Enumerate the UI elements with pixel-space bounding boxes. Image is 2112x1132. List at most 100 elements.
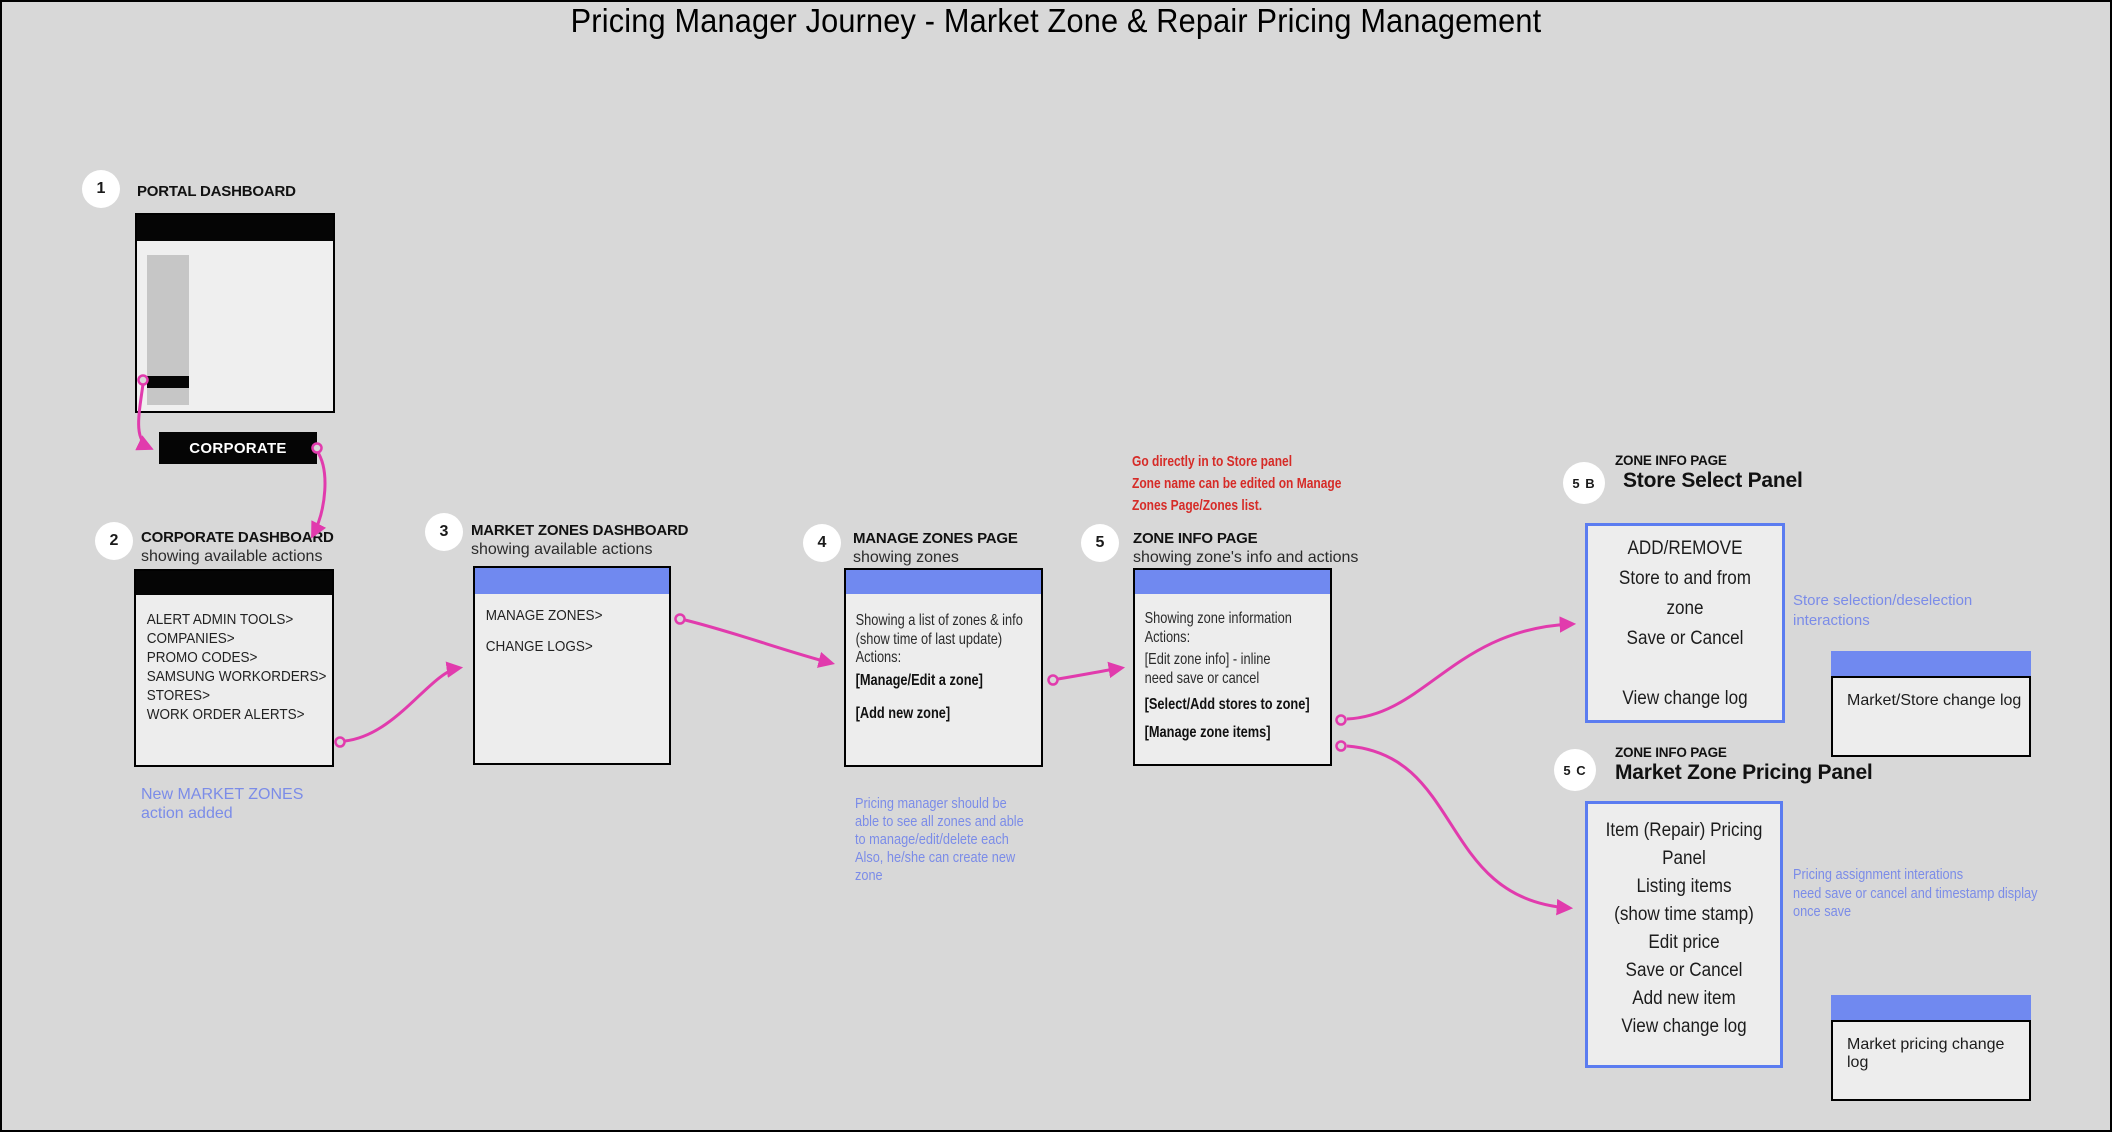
- action-item[interactable]: ALERT ADMIN TOOLS>: [146, 611, 294, 628]
- action-item[interactable]: WORK ORDER ALERTS>: [146, 706, 305, 723]
- connector-start-dot: [1335, 740, 1347, 752]
- step-2-subtitle: showing available actions: [141, 548, 323, 565]
- step-4-heading: MANAGE ZONES PAGE showing zones: [853, 530, 1018, 567]
- step-5-number: 5: [1095, 534, 1105, 551]
- action-item[interactable]: SAMSUNG WORKORDERS>: [146, 668, 327, 685]
- note-store-selection: Store selection/deselection interactions: [1793, 591, 1972, 631]
- step-5c-number: 5 C: [1563, 762, 1587, 778]
- note-pricing-assignment: Pricing assignment interations need save…: [1793, 866, 2038, 922]
- panel-text-line: Store to and from: [1618, 568, 1752, 589]
- change-log-header-bar: [1831, 995, 2031, 1020]
- wireframe-text-line: Showing zone information: [1144, 610, 1292, 627]
- wireframe-text-line: need save or cancel: [1144, 669, 1260, 687]
- note-line: Zone name can be edited on Manage: [1132, 475, 1342, 492]
- change-log-body: Market pricing change log: [1831, 1020, 2031, 1101]
- step-3-heading: MARKET ZONES DASHBOARD showing available…: [471, 522, 688, 559]
- corporate-button-label: CORPORATE: [189, 439, 287, 457]
- step-5c-badge[interactable]: 5 C: [1554, 749, 1596, 791]
- diagram-title: Pricing Manager Journey - Market Zone & …: [570, 2, 1542, 39]
- step-5c-title: Market Zone Pricing Panel: [1615, 761, 1873, 784]
- zone-info-page-wireframe[interactable]: Showing zone information Actions: [Edit …: [1133, 568, 1332, 766]
- step-4-number: 4: [817, 534, 827, 551]
- manage-zones-header-bar: [846, 570, 1041, 594]
- connector-step5-to-pricing-panel: [1346, 744, 1574, 916]
- note-line: to manage/edit/delete each: [855, 831, 1009, 848]
- corporate-action-list: ALERT ADMIN TOOLS> COMPANIES> PROMO CODE…: [136, 595, 327, 724]
- connector-start-dot: [1335, 714, 1347, 726]
- note-line: need save or cancel and timestamp displa…: [1793, 884, 2038, 902]
- note-new-market-zones: New MARKET ZONES action added: [141, 785, 303, 823]
- panel-text-line[interactable]: View change log: [1621, 1016, 1747, 1037]
- market-zones-dashboard-wireframe[interactable]: MANAGE ZONES> CHANGE LOGS>: [473, 566, 671, 765]
- action-item[interactable]: COMPANIES>: [146, 630, 235, 647]
- note-line: New MARKET ZONES: [141, 786, 304, 803]
- panel-text-line[interactable]: View change log: [1622, 688, 1748, 709]
- note-line: interactions: [1793, 612, 1870, 629]
- wireframe-text-line: [Edit zone info] - inline: [1144, 651, 1271, 668]
- connector-step2-to-step3: [344, 661, 464, 743]
- action-item[interactable]: PROMO CODES>: [146, 649, 258, 666]
- panel-text-line: Save or Cancel: [1626, 628, 1744, 649]
- corporate-dashboard-header-bar: [136, 571, 332, 595]
- wireframe-text-line: Actions:: [1144, 628, 1191, 646]
- step-1-label: PORTAL DASHBOARD: [137, 183, 296, 200]
- market-pricing-change-log-wireframe[interactable]: Market pricing change log: [1831, 995, 2031, 1101]
- store-select-panel[interactable]: ADD/REMOVE Store to and from zone Save o…: [1585, 523, 1785, 723]
- panel-text-line: Item (Repair) Pricing: [1605, 820, 1763, 841]
- panel-text-line[interactable]: Edit price: [1648, 932, 1720, 953]
- zone-info-header-bar: [1135, 570, 1330, 594]
- market-zone-pricing-panel[interactable]: Item (Repair) Pricing Panel Listing item…: [1585, 801, 1783, 1068]
- manage-zones-body: Showing a list of zones & info (show tim…: [846, 594, 1023, 724]
- panel-text-line: zone: [1666, 598, 1704, 619]
- step-1-badge[interactable]: 1: [82, 170, 120, 208]
- step-1-number: 1: [96, 180, 106, 197]
- action-item[interactable]: [Add new zone]: [855, 705, 951, 722]
- step-5b-badge[interactable]: 5 B: [1563, 462, 1605, 504]
- portal-dashboard-wireframe[interactable]: [135, 213, 335, 413]
- step-4-subtitle: showing zones: [853, 549, 959, 566]
- action-item[interactable]: MANAGE ZONES>: [485, 607, 603, 624]
- corporate-button[interactable]: CORPORATE: [159, 432, 317, 464]
- note-line: once save: [1793, 903, 1852, 920]
- step-5-title: ZONE INFO PAGE: [1133, 530, 1258, 547]
- panel-text-line: (show time stamp): [1614, 904, 1754, 925]
- action-item[interactable]: CHANGE LOGS>: [485, 638, 593, 655]
- wireframe-text-line: (show time of last update): [855, 630, 1003, 648]
- step-5-subtitle: showing zone's info and actions: [1133, 549, 1359, 566]
- step-4-badge[interactable]: 4: [803, 524, 841, 562]
- action-item[interactable]: [Manage zone items]: [1144, 723, 1271, 741]
- panel-text-line[interactable]: Save or Cancel: [1625, 960, 1743, 981]
- step-2-badge[interactable]: 2: [95, 522, 133, 560]
- panel-text-line: [1598, 654, 1773, 684]
- action-item[interactable]: [Select/Add stores to zone]: [1144, 696, 1310, 713]
- panel-text-line[interactable]: Add new item: [1632, 988, 1736, 1009]
- portal-sidebar-active-item[interactable]: [147, 376, 189, 388]
- step-5-badge[interactable]: 5: [1081, 524, 1119, 562]
- market-zones-header-bar: [475, 568, 669, 594]
- step-3-number: 3: [439, 523, 449, 540]
- step-5b-title: Store Select Panel: [1623, 469, 1803, 492]
- market-zones-action-list: MANAGE ZONES> CHANGE LOGS>: [475, 594, 650, 656]
- action-item[interactable]: STORES>: [146, 687, 210, 704]
- corporate-dashboard-wireframe[interactable]: ALERT ADMIN TOOLS> COMPANIES> PROMO CODE…: [134, 569, 334, 767]
- note-go-directly-store-panel: Go directly in to Store panel Zone name …: [1132, 451, 1341, 517]
- note-line: Pricing manager should be: [855, 795, 1007, 812]
- action-item[interactable]: [Manage/Edit a zone]: [855, 671, 983, 689]
- step-4-title: MANAGE ZONES PAGE: [853, 530, 1018, 547]
- note-line: Go directly in to Store panel: [1132, 453, 1293, 470]
- market-store-change-log-wireframe[interactable]: Market/Store change log: [1831, 651, 2031, 757]
- portal-sidebar: [147, 255, 189, 405]
- note-line: Pricing assignment interations: [1793, 866, 1964, 883]
- step-3-title: MARKET ZONES DASHBOARD: [471, 522, 689, 539]
- note-line: Store selection/deselection: [1793, 592, 1973, 609]
- connector-step4-to-step5: [1057, 661, 1126, 681]
- step-3-subtitle: showing available actions: [471, 541, 653, 558]
- panel-text-line: Panel: [1662, 848, 1706, 869]
- change-log-body: Market/Store change log: [1831, 676, 2031, 757]
- step-5-heading: ZONE INFO PAGE showing zone's info and a…: [1133, 530, 1358, 567]
- step-3-badge[interactable]: 3: [425, 513, 463, 551]
- connector-step5-to-store-select: [1346, 616, 1577, 721]
- manage-zones-page-wireframe[interactable]: Showing a list of zones & info (show tim…: [844, 568, 1043, 767]
